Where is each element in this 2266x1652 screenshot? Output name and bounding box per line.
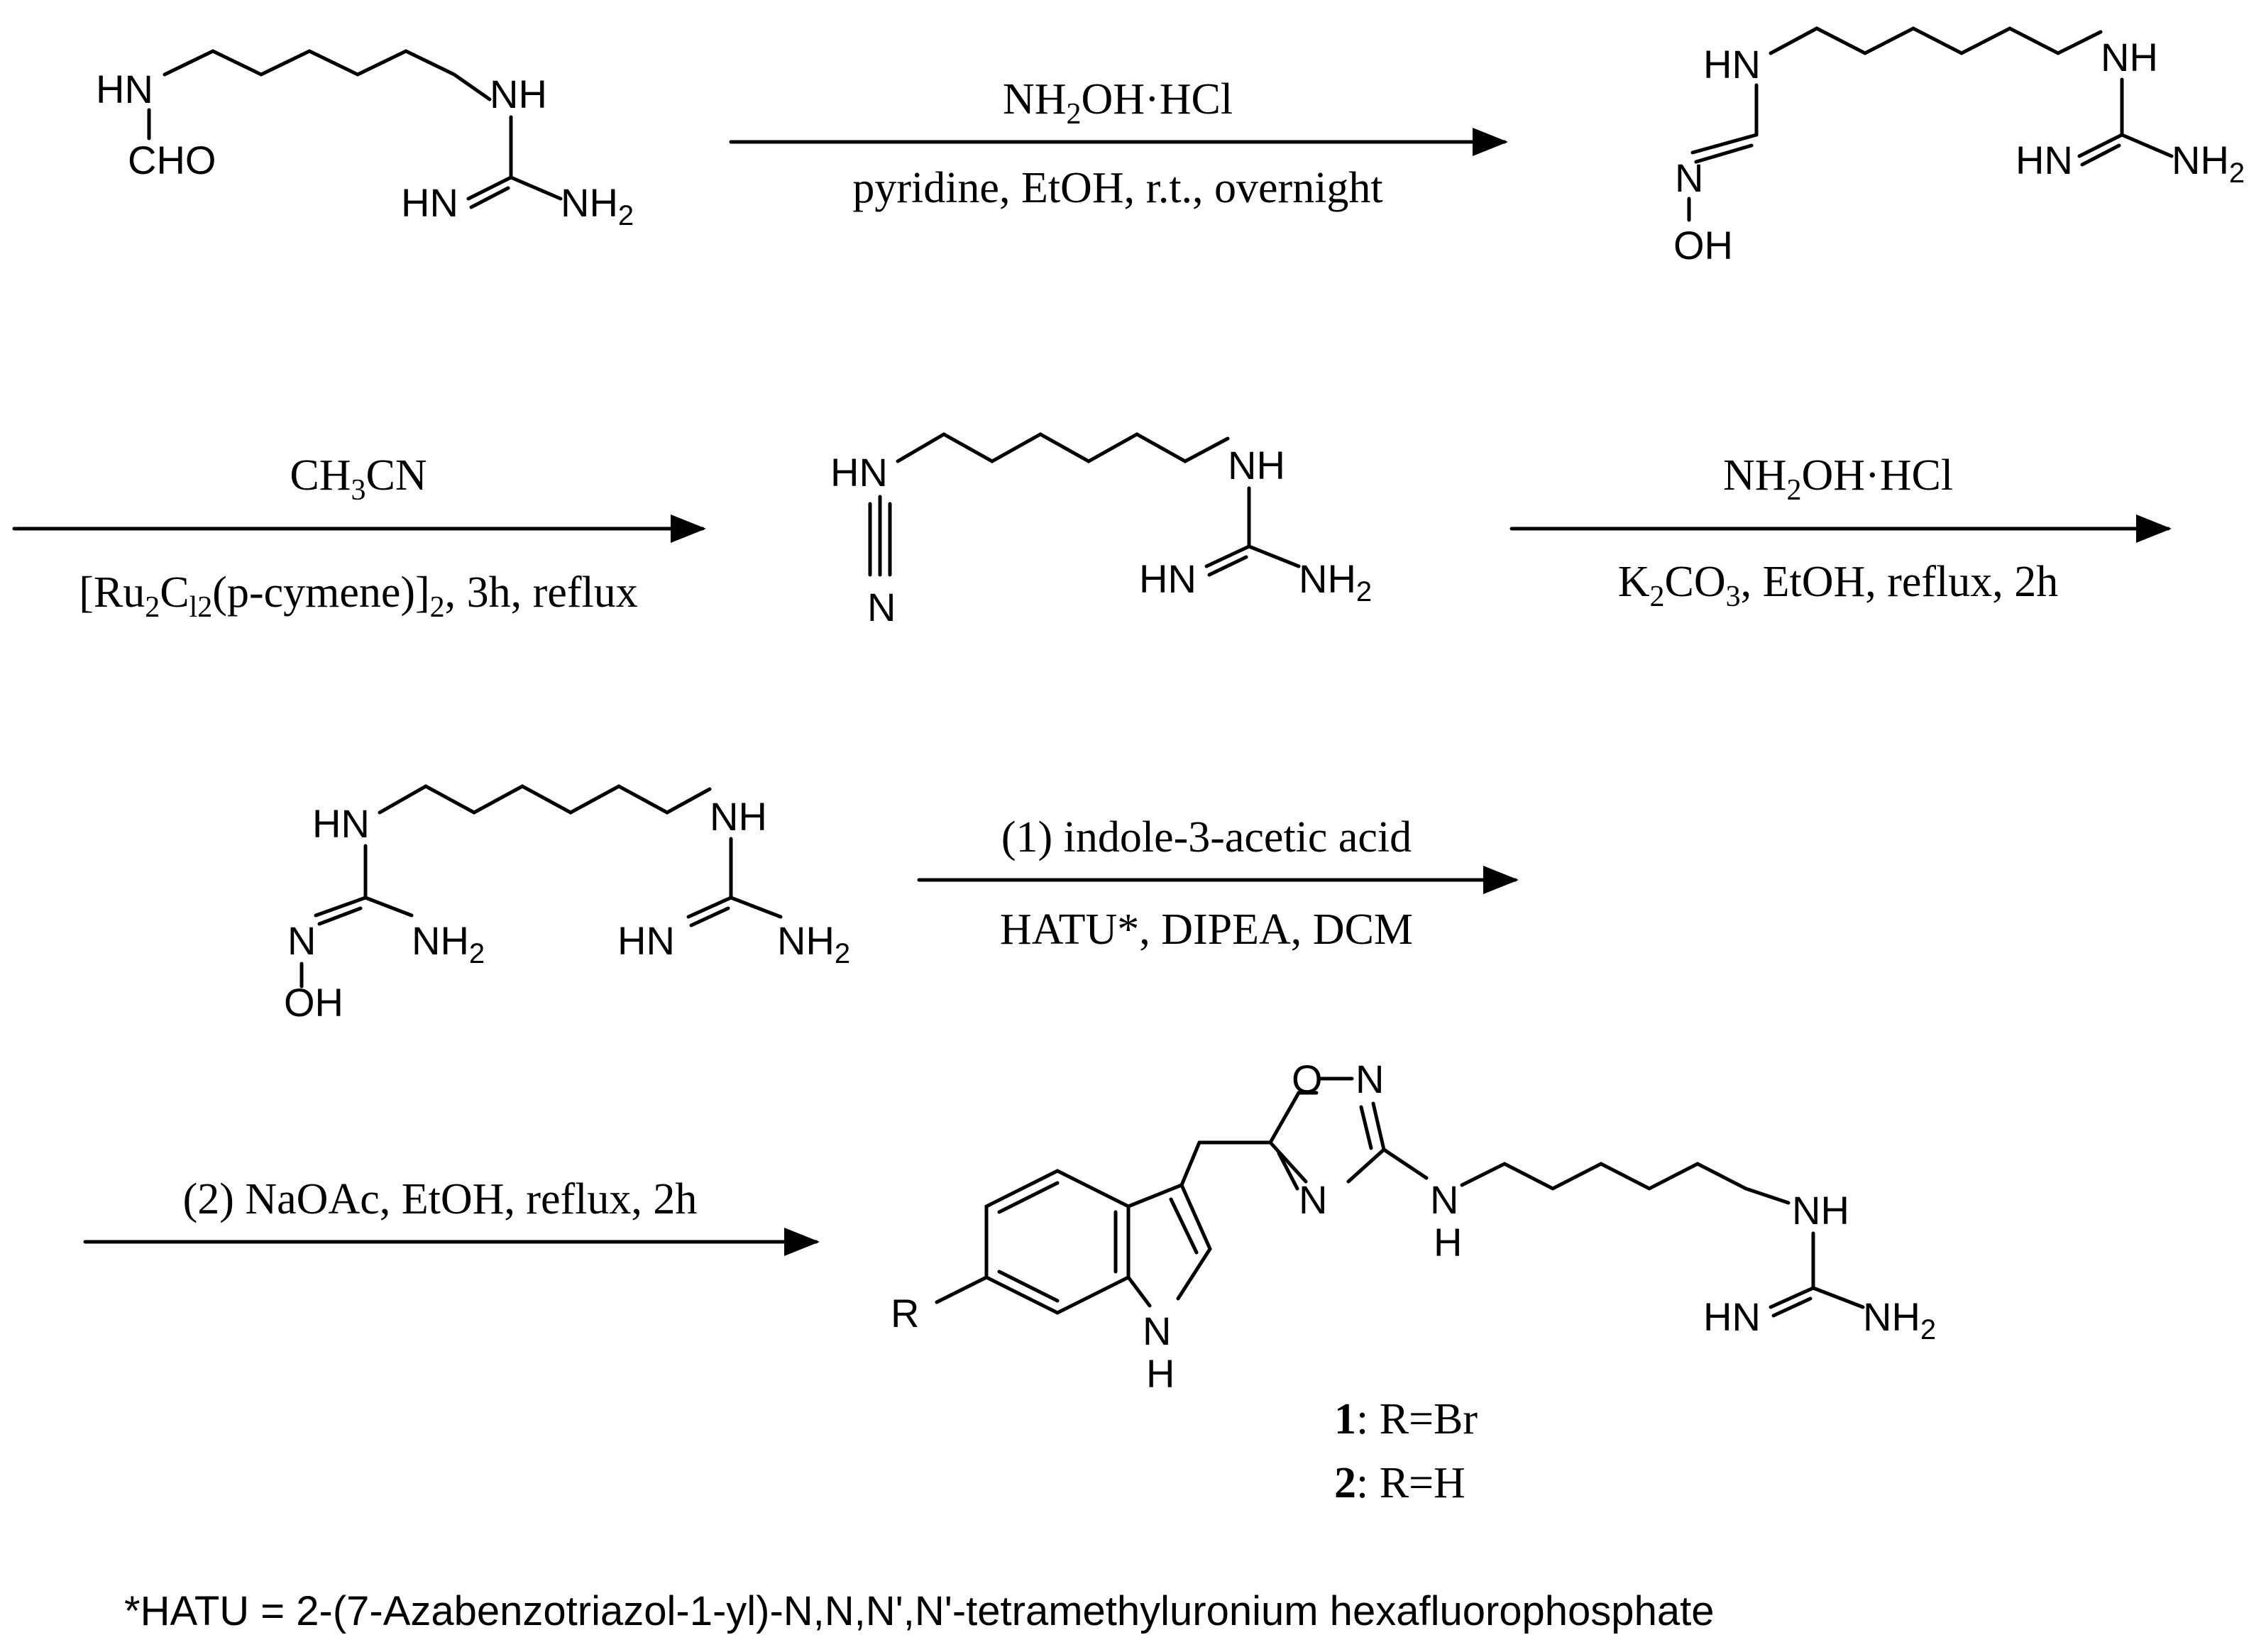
atom-h: H <box>1434 1220 1462 1265</box>
atom-hn: HN <box>96 67 153 111</box>
compound-2-label: 2: R=H <box>1334 1459 1465 1507</box>
atom-nh: NH <box>490 72 547 116</box>
atom-oh: OH <box>284 980 343 1025</box>
bond <box>509 175 563 201</box>
bond <box>686 896 733 919</box>
atom-nh2: NH2 <box>561 180 634 231</box>
atom-hn: HN <box>2015 138 2073 182</box>
bond-double <box>1169 1197 1199 1255</box>
atom-nh2: NH2 <box>1863 1294 1936 1345</box>
bond-double <box>997 1181 1060 1214</box>
atom-n: N <box>1355 1057 1384 1101</box>
step4-conditions: HATU*, DIPEA, DCM <box>1000 905 1413 954</box>
starting-material-structure: HN CHO NH HN NH2 <box>96 49 634 231</box>
bond <box>317 906 363 926</box>
bond-chain <box>378 784 712 815</box>
bond-double <box>1371 1101 1386 1152</box>
atom-nh2: NH2 <box>412 918 485 969</box>
atom-hn: HN <box>617 918 675 963</box>
step2-conditions: [Ru2Cl2(p-cymene)]2, 3h, reflux <box>79 568 637 624</box>
atom-hn: HN <box>1703 42 1761 87</box>
bond <box>1179 1140 1201 1187</box>
atom-nh2: NH2 <box>2172 138 2245 189</box>
step1-conditions: pyridine, EtOH, r.t., overnight <box>852 164 1382 212</box>
bond <box>2080 143 2121 167</box>
atom-nh: NH <box>1792 1188 1849 1233</box>
bond <box>1207 555 1248 577</box>
bond-double <box>1359 1105 1373 1150</box>
atom-nh: N <box>1143 1309 1171 1353</box>
bond <box>2077 133 2124 158</box>
atom-hn: HN <box>830 450 888 495</box>
bond <box>2120 133 2174 158</box>
bond <box>1771 1296 1813 1318</box>
atom-h: H <box>1146 1351 1175 1396</box>
bond <box>466 175 513 201</box>
step3-reagent: NH2OH·HCl <box>1723 451 1953 507</box>
bond <box>1346 1147 1386 1184</box>
benzene-ring <box>984 1169 1131 1315</box>
hydroxyguanidine-intermediate-structure: HN NH N NH2 OH HN NH2 <box>284 784 850 1025</box>
atom-nh2: NH2 <box>1299 556 1372 607</box>
footnote: *HATU = 2-(7-Azabenzotriazol-1-yl)-N,N,N… <box>124 1588 1714 1634</box>
bond-double <box>1277 1151 1299 1191</box>
atom-nh: NH <box>2101 35 2158 79</box>
bond <box>1126 1275 1152 1308</box>
bond <box>363 896 414 918</box>
oxadiazole-ring <box>1268 1091 1319 1145</box>
amidoxime-intermediate-structure: HN NH N OH HN NH2 <box>1673 26 2245 268</box>
compound-1-label: 1: R=Br <box>1334 1395 1478 1443</box>
atom-nh: NH <box>710 794 767 839</box>
bond-chain <box>896 432 1230 463</box>
bond-chain <box>1460 1162 1791 1205</box>
atom-n: N <box>1675 155 1703 200</box>
bond-chain <box>163 49 492 101</box>
bond <box>1811 1286 1865 1309</box>
bond <box>935 1275 989 1304</box>
atom-oh: OH <box>1673 223 1733 268</box>
atom-nh2: NH2 <box>777 918 850 969</box>
atom-hn: HN <box>401 180 458 225</box>
bond <box>1690 133 1759 155</box>
step2-reagent: CH3CN <box>290 451 427 507</box>
atom-hn: HN <box>1703 1294 1761 1339</box>
bond <box>1694 143 1754 164</box>
step3-conditions: K2CO3, EtOH, reflux, 2h <box>1618 558 2059 613</box>
pyrrole-ring <box>1126 1182 1212 1301</box>
atom-n: N <box>1430 1177 1458 1222</box>
bond-double <box>1268 1140 1308 1184</box>
bond-chain <box>1769 26 2103 55</box>
atom-cho: CHO <box>128 138 216 182</box>
step5-conditions: (2) NaOAc, EtOH, reflux, 2h <box>183 1175 698 1223</box>
bond <box>469 186 510 209</box>
step1-reagent: NH2OH·HCl <box>1003 75 1233 131</box>
bond <box>1204 544 1251 568</box>
atom-o: O <box>1292 1057 1323 1101</box>
bond <box>1382 1147 1429 1180</box>
bond <box>729 896 783 919</box>
bond <box>314 896 368 918</box>
atom-n: N <box>287 918 316 963</box>
atom-hn: HN <box>1139 556 1197 601</box>
atom-n: N <box>1299 1177 1327 1222</box>
bond <box>1247 544 1301 568</box>
step4-reagent: (1) indole-3-acetic acid <box>1001 813 1412 861</box>
bond <box>1769 1286 1815 1309</box>
final-product-structure: N H R O N N N H NH HN NH2 <box>891 1057 1936 1396</box>
atom-nh: NH <box>1228 443 1285 488</box>
atom-n: N <box>867 585 896 629</box>
atom-r: R <box>891 1291 919 1336</box>
atom-hn: HN <box>312 801 370 846</box>
cyanamide-intermediate-structure: HN NH N HN NH2 <box>830 432 1372 629</box>
bond <box>689 906 730 927</box>
bond-double <box>997 1270 1060 1303</box>
